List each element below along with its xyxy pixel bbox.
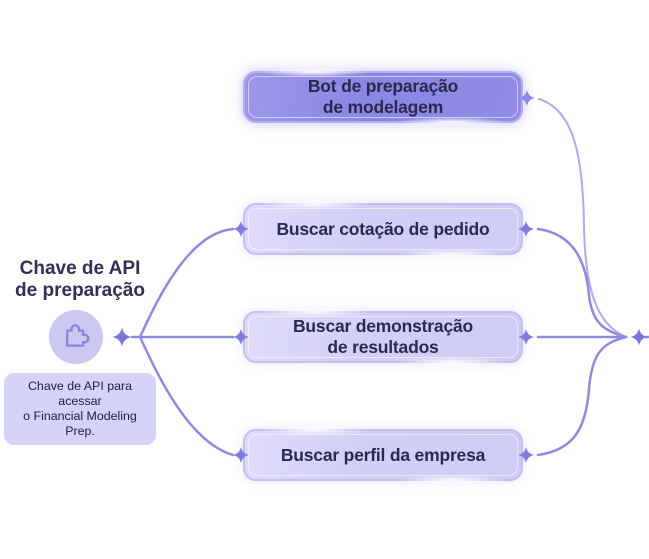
api-key-title-line2: de preparação — [15, 280, 145, 301]
node-label-line1: Buscar demonstração — [292, 316, 474, 336]
connector-perfil-to-merge — [536, 335, 628, 457]
glint — [397, 117, 507, 127]
connector-bot-to-merge — [538, 98, 627, 338]
glint — [259, 425, 369, 435]
node-label-line2: de modelagem — [322, 97, 444, 117]
glint — [397, 249, 507, 259]
connector-cotacao-to-merge — [536, 227, 628, 339]
sparkle-icon — [630, 328, 648, 346]
node-buscar-cotacao-de-pedido[interactable]: Buscar cotação de pedido — [243, 199, 523, 259]
glint — [259, 199, 369, 209]
sparkle-icon — [112, 327, 132, 347]
api-key-node-title: Chave de API de preparação — [0, 258, 160, 302]
tooltip-line1: Chave de API para acessar — [27, 379, 132, 408]
api-key-title-line1: Chave de API — [19, 258, 141, 279]
node-label-line2: de resultados — [327, 337, 439, 357]
tooltip-line2: o Financial Modeling Prep. — [23, 409, 137, 438]
node-buscar-perfil-da-empresa[interactable]: Buscar perfil da empresa — [243, 425, 523, 485]
glint — [397, 475, 507, 485]
node-buscar-demonstracao-de-resultados[interactable]: Buscar demonstração de resultados — [243, 307, 523, 367]
node-label-line1: Buscar cotação de pedido — [276, 218, 490, 239]
node-label-line1: Bot de preparação — [307, 76, 459, 96]
puzzle-icon — [61, 320, 91, 355]
node-label-line1: Buscar perfil da empresa — [280, 444, 486, 465]
api-key-tooltip: Chave de API para acessar o Financial Mo… — [4, 373, 156, 445]
api-key-node[interactable] — [49, 310, 103, 364]
node-bot-de-preparacao-de-modelagem[interactable]: Bot de preparação de modelagem — [243, 67, 523, 127]
glint — [397, 357, 507, 367]
